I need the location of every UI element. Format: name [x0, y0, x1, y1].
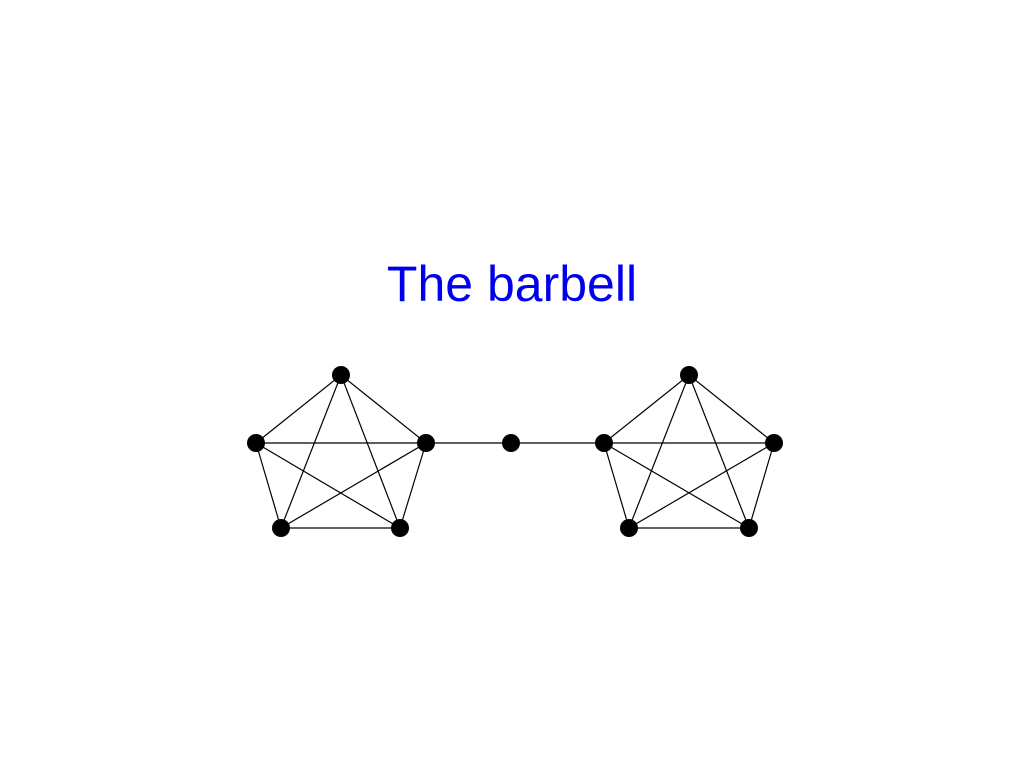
- edge-R2-R5: [603, 442, 750, 529]
- edge-L1-L3: [340, 374, 427, 444]
- edge-R3-R5: [748, 442, 775, 529]
- node-R4: [620, 519, 638, 537]
- edge-L2-L5: [255, 442, 401, 529]
- edge-R1-R3: [688, 374, 775, 444]
- edge-L2-L4: [255, 442, 282, 529]
- node-R1: [680, 366, 698, 384]
- node-L2: [247, 434, 265, 452]
- graph-nodes: [247, 366, 783, 537]
- node-L1: [332, 366, 350, 384]
- edge-L3-L4: [280, 442, 427, 529]
- node-R3: [765, 434, 783, 452]
- node-L5: [391, 519, 409, 537]
- node-L4: [272, 519, 290, 537]
- edge-L1-L4: [280, 374, 342, 529]
- edge-L1-L5: [340, 374, 401, 529]
- graph-edges: [255, 374, 775, 529]
- node-M: [502, 434, 520, 452]
- node-L3: [417, 434, 435, 452]
- edge-R2-R4: [603, 442, 630, 529]
- edge-R1-R4: [628, 374, 690, 529]
- node-R5: [740, 519, 758, 537]
- node-R2: [595, 434, 613, 452]
- edge-R3-R4: [628, 442, 775, 529]
- edge-L3-L5: [399, 442, 427, 529]
- edge-R1-R5: [688, 374, 750, 529]
- edge-L1-L2: [255, 374, 342, 444]
- edge-R1-R2: [603, 374, 690, 444]
- slide-title: The barbell: [386, 256, 638, 312]
